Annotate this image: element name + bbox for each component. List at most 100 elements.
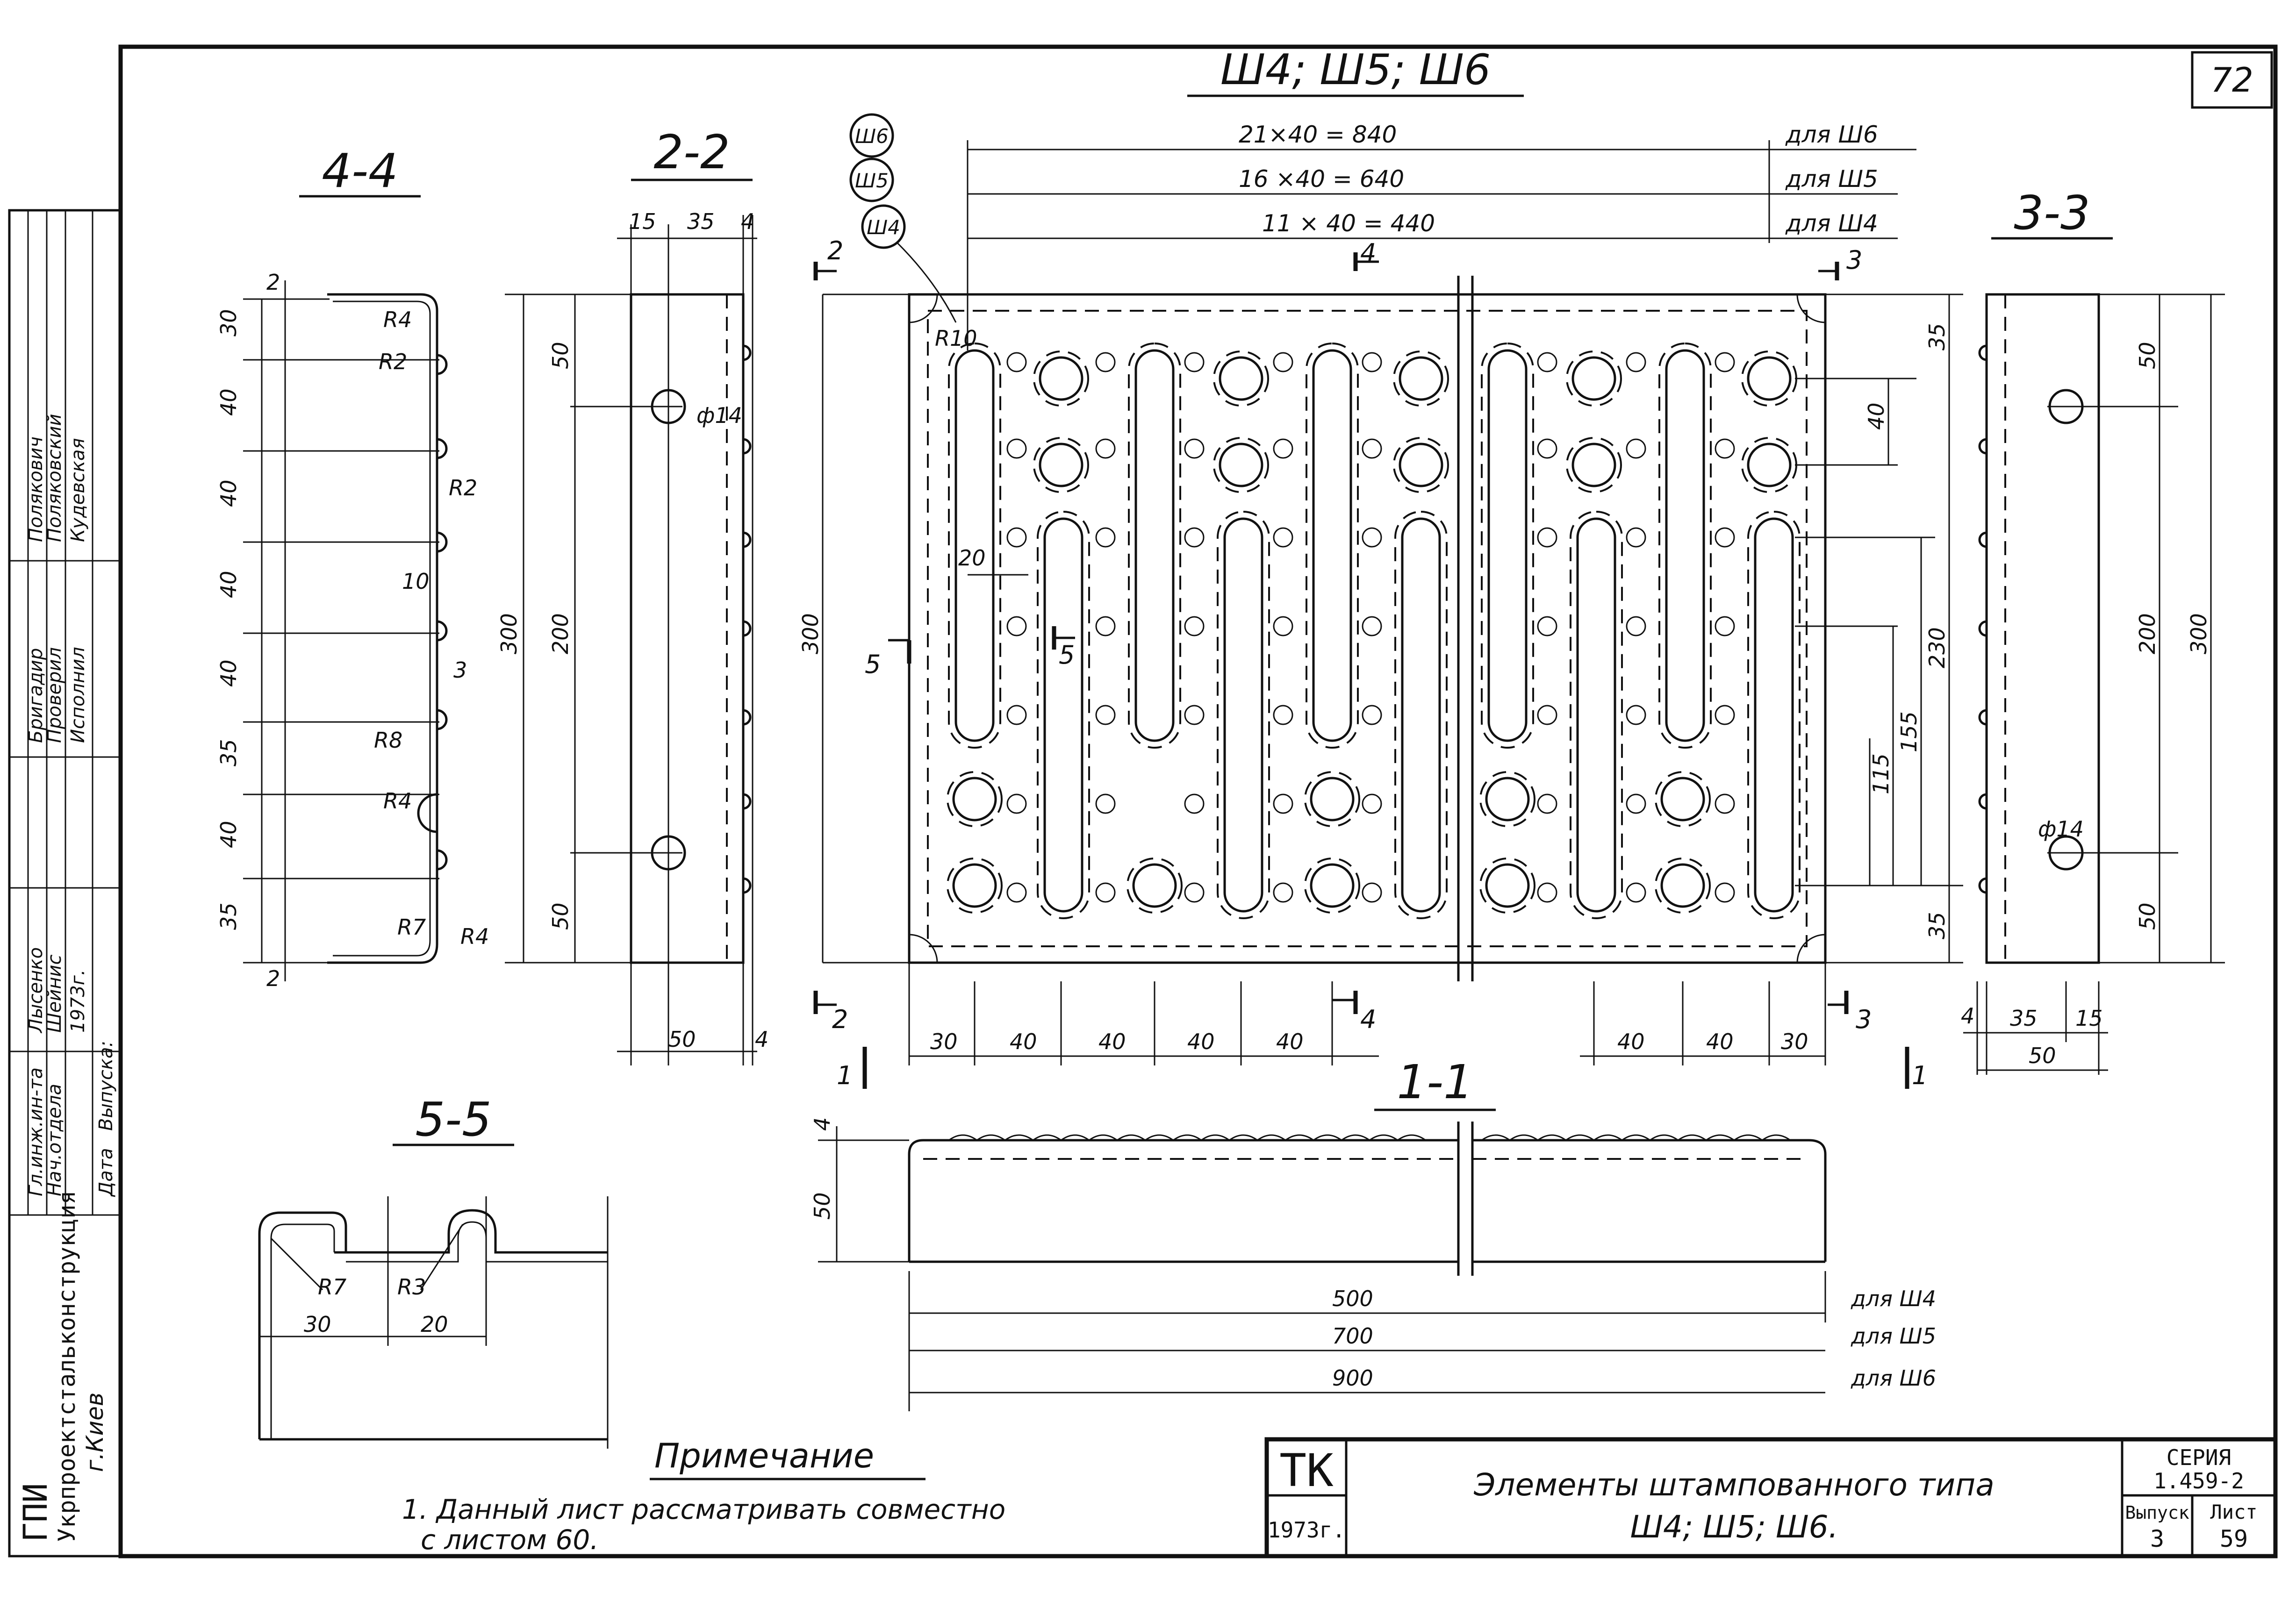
- len-500-for: для Ш4: [1851, 1286, 1936, 1311]
- s22-d15: 15: [629, 209, 656, 234]
- title-block: [1264, 1437, 2278, 1558]
- role-executed: Исполнил: [67, 647, 89, 743]
- section-4-4-profile: [327, 293, 448, 964]
- org-gpi: ГПИ: [16, 1483, 55, 1542]
- plan-view-holes: [947, 350, 1797, 914]
- s33-d4: 4: [1961, 1003, 1974, 1029]
- marker-sh6: Ш6: [855, 125, 889, 148]
- s55-d20: 20: [421, 1312, 448, 1337]
- section-1-1-title: 1-1: [1397, 1055, 1473, 1109]
- s44-d4: 40: [216, 571, 241, 598]
- s22-d300: 300: [496, 613, 522, 654]
- date-label: Дата: [95, 1148, 117, 1197]
- stamp-sheet-label: Лист: [2210, 1501, 2257, 1523]
- s11-d4: 4: [810, 1117, 835, 1131]
- s44-d3: 40: [216, 479, 241, 507]
- s22-d200: 200: [548, 613, 573, 654]
- role-chief-engineer: Гл.инж.ин-та: [25, 1067, 47, 1196]
- plan-d35b: 35: [1924, 912, 1950, 939]
- s22-d50w: 50: [668, 1027, 696, 1052]
- s44-d3: 3: [453, 658, 467, 683]
- cut-4-bottom: 4: [1360, 1005, 1376, 1034]
- s33-d15: 15: [2075, 1006, 2103, 1031]
- plan-view-slots: [948, 343, 1801, 919]
- s44-r2a: R2: [379, 349, 407, 374]
- name-lysenko: Лысенко: [25, 947, 47, 1034]
- s44-d7: 40: [216, 821, 241, 848]
- plan-bdr1: 40: [1617, 1029, 1645, 1054]
- section-5-5-dims: R7 R3 30 20: [304, 1274, 448, 1337]
- len-700: 700: [1332, 1323, 1373, 1349]
- stamp-issue: 3: [2150, 1525, 2164, 1552]
- section-4-4-title: 4-4: [322, 143, 398, 198]
- s33-d50b: 50: [2135, 902, 2160, 930]
- section-2-2-title: 2-2: [653, 125, 730, 179]
- page-number: 72: [2210, 60, 2253, 100]
- s33-d200: 200: [2135, 613, 2160, 654]
- stamp-year: 1973г.: [1268, 1517, 1345, 1543]
- s44-r4c: R4: [460, 924, 489, 949]
- plan-bd4: 40: [1187, 1029, 1215, 1054]
- cut-5-right: 5: [1059, 640, 1075, 670]
- cut-5-left: 5: [865, 650, 881, 679]
- section-5-5-profile: [258, 1196, 609, 1449]
- section-3-3-dims: 50 200 300 50 ф14 4 35 15 50: [1961, 342, 2211, 1068]
- section-5-5-dimension-lines: [259, 1196, 487, 1346]
- s33-d50a: 50: [2135, 342, 2160, 369]
- s44-r4a: R4: [383, 307, 412, 332]
- section-1-1-dims: 4 50 500 для Ш4 700 для Ш5 900 для Ш6: [810, 1117, 1936, 1391]
- plan-bdr2: 40: [1706, 1029, 1734, 1054]
- role-head-dept: Нач.отдела: [44, 1084, 65, 1196]
- cut-1-right: 1: [1912, 1061, 1928, 1090]
- role-brigadier: Бригадир: [25, 648, 47, 743]
- plan-h300: 300: [798, 613, 823, 654]
- note-line-2: с листом 60.: [421, 1524, 599, 1556]
- section-2-2-dims: 15 35 4 50 200 300 50 ф14 50 4: [496, 209, 768, 1052]
- stamp-sheet: 59: [2220, 1525, 2248, 1552]
- s22-d50b: 50: [548, 902, 573, 930]
- cut-2-bottom: 2: [832, 1005, 848, 1034]
- side-approval-block: [8, 209, 122, 1558]
- stamp-series-label: СЕРИЯ: [2167, 1445, 2231, 1470]
- cut-4-top: 4: [1360, 238, 1376, 268]
- main-title: Ш4; Ш5; Ш6: [1220, 45, 1491, 94]
- s33-d35: 35: [2010, 1006, 2038, 1031]
- s22-d4b: 4: [755, 1027, 768, 1052]
- section-3-3-dimension-lines: [1963, 293, 2225, 1075]
- s55-r3: R3: [397, 1274, 426, 1300]
- len-500: 500: [1332, 1286, 1373, 1311]
- plan-d20: 20: [958, 545, 986, 571]
- plan-d115: 115: [1868, 753, 1894, 794]
- section-4-4-dims: 30 40 40 40 40 35 40 35 2 2 R4 R2 R2 10 …: [216, 270, 489, 991]
- s44-r2b: R2: [449, 475, 477, 500]
- dim-sh5: 16 ×40 = 640: [1239, 165, 1404, 193]
- s44-d1: 30: [216, 309, 241, 336]
- section-cut-markers: [813, 252, 1909, 1089]
- name-sheinis: Шейнис: [44, 954, 65, 1033]
- s33-d300: 300: [2186, 613, 2211, 654]
- stamp-org-code: ТК: [1279, 1444, 1334, 1497]
- org-name: Укрпроектстальконструкция: [53, 1190, 80, 1542]
- marker-sh4: Ш4: [867, 216, 900, 239]
- s44-d6: 35: [216, 739, 241, 766]
- s44-r4b: R4: [383, 788, 412, 814]
- plan-d155: 155: [1896, 711, 1922, 752]
- section-3-3-plate: [1978, 293, 2100, 964]
- len-700-for: для Ш5: [1851, 1323, 1936, 1349]
- plan-d35a: 35: [1924, 323, 1950, 350]
- dim-sh5-for: для Ш5: [1785, 165, 1878, 193]
- s22-d4: 4: [741, 209, 754, 234]
- section-5-5-title: 5-5: [415, 1092, 491, 1147]
- section-2-2-plate: [630, 293, 752, 964]
- dim-sh4-for: для Ш4: [1785, 210, 1878, 237]
- len-900-for: для Ш6: [1851, 1365, 1936, 1391]
- section-cut-labels: 2 3 4 2 3 4 5 5 1 1: [827, 236, 1928, 1090]
- dim-sh6-for: для Ш6: [1785, 121, 1878, 148]
- dim-sh6: 21×40 = 840: [1239, 121, 1397, 148]
- s55-d30: 30: [304, 1312, 331, 1337]
- note-heading: Примечание: [654, 1436, 874, 1475]
- s44-d2: 40: [216, 388, 241, 416]
- plan-dimension-lines: [822, 293, 1963, 1065]
- dim-sh4: 11 × 40 = 440: [1262, 210, 1435, 237]
